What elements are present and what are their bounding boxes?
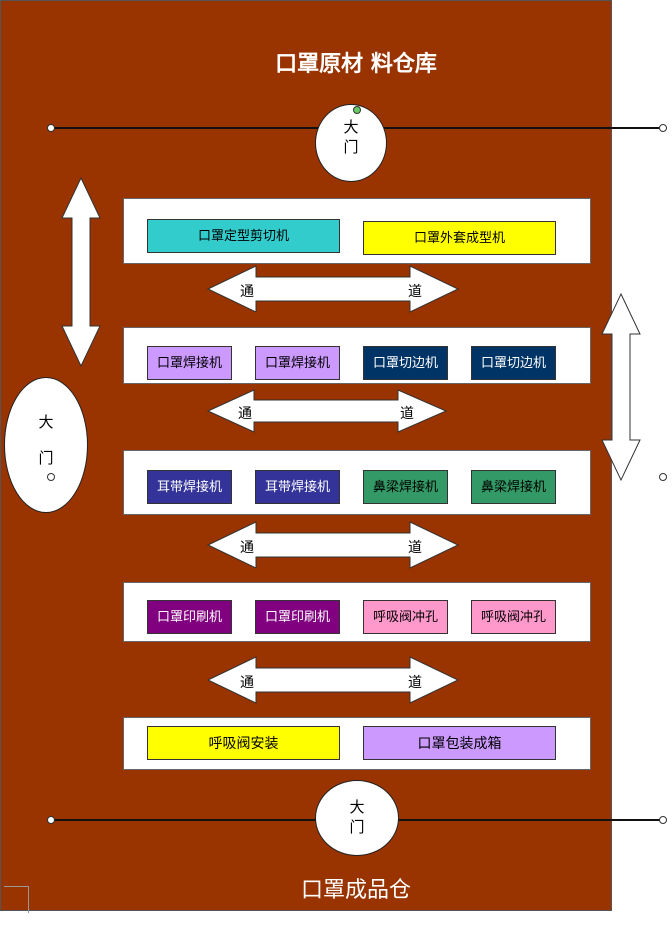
valve-punching-machine[interactable]: 呼吸阀冲孔 — [471, 600, 556, 634]
mask-welding-machine[interactable]: 口罩焊接机 — [147, 346, 232, 380]
right-vertical-double-arrow — [601, 292, 641, 482]
gate-char: 大 — [349, 798, 365, 816]
aisle-label-right: 道 — [408, 675, 422, 691]
aisle-label-left: 通 — [240, 284, 254, 300]
production-row-5: 呼吸阀安装 口罩包装成箱 — [123, 717, 591, 770]
gate-char: 门 — [343, 138, 359, 156]
aisle-label-left: 通 — [240, 540, 254, 556]
mask-printing-machine[interactable]: 口罩印刷机 — [255, 600, 340, 634]
finished-goods-warehouse-title: 口罩成品仓 — [300, 878, 411, 903]
nose-bridge-welding-machine[interactable]: 鼻梁焊接机 — [363, 470, 448, 504]
mask-packing-station[interactable]: 口罩包装成箱 — [363, 726, 556, 760]
rotate-handle — [353, 106, 361, 114]
aisle-arrow-3 — [206, 521, 460, 569]
ear-loop-welding-machine[interactable]: 耳带焊接机 — [255, 470, 340, 504]
mask-welding-machine[interactable]: 口罩焊接机 — [255, 346, 340, 380]
valve-installation-station[interactable]: 呼吸阀安装 — [147, 726, 340, 760]
outer-layer-forming-machine[interactable]: 口罩外套成型机 — [363, 221, 556, 255]
edge-trimming-machine[interactable]: 口罩切边机 — [471, 346, 556, 380]
production-row-4: 口罩印刷机 口罩印刷机 呼吸阀冲孔 呼吸阀冲孔 — [123, 582, 591, 642]
nose-bridge-welding-machine[interactable]: 鼻梁焊接机 — [471, 470, 556, 504]
mask-printing-machine[interactable]: 口罩印刷机 — [147, 600, 232, 634]
bottom-gate: 大 门 — [315, 780, 399, 856]
aisle-label-right: 道 — [408, 284, 422, 300]
left-gate: 大 门 — [4, 377, 88, 513]
gate-char: 门 — [349, 818, 365, 836]
left-vertical-double-arrow — [61, 176, 101, 368]
aisle-arrow-4 — [206, 656, 460, 704]
divider-handle — [659, 816, 667, 824]
page-corner-mark — [4, 886, 29, 913]
aisle-arrow-1 — [206, 265, 460, 313]
raw-material-warehouse-title: 口罩原材 料仓库 — [275, 52, 437, 77]
aisle-arrow-2 — [206, 389, 448, 433]
divider-handle — [47, 816, 55, 824]
edge-trimming-machine[interactable]: 口罩切边机 — [363, 346, 448, 380]
aisle-label-left: 通 — [240, 675, 254, 691]
ear-loop-welding-machine[interactable]: 耳带焊接机 — [147, 470, 232, 504]
production-row-2: 口罩焊接机 口罩焊接机 口罩切边机 口罩切边机 — [123, 327, 591, 384]
aisle-label-right: 道 — [400, 406, 414, 422]
production-row-3: 耳带焊接机 耳带焊接机 鼻梁焊接机 鼻梁焊接机 — [123, 450, 591, 515]
gate-handle — [47, 473, 55, 481]
production-row-1: 口罩定型剪切机 口罩外套成型机 — [123, 198, 591, 264]
gate-char: 门 — [38, 449, 54, 467]
aisle-label-left: 通 — [238, 406, 252, 422]
divider-handle — [659, 124, 667, 132]
aisle-label-right: 道 — [408, 540, 422, 556]
valve-punching-machine[interactable]: 呼吸阀冲孔 — [363, 600, 448, 634]
divider-handle — [47, 124, 55, 132]
gate-char: 大 — [38, 413, 54, 431]
gate-char: 大 — [343, 118, 359, 136]
frame-handle — [659, 473, 667, 481]
shaping-cutter-machine[interactable]: 口罩定型剪切机 — [147, 219, 340, 253]
top-gate: 大 门 — [315, 104, 387, 182]
